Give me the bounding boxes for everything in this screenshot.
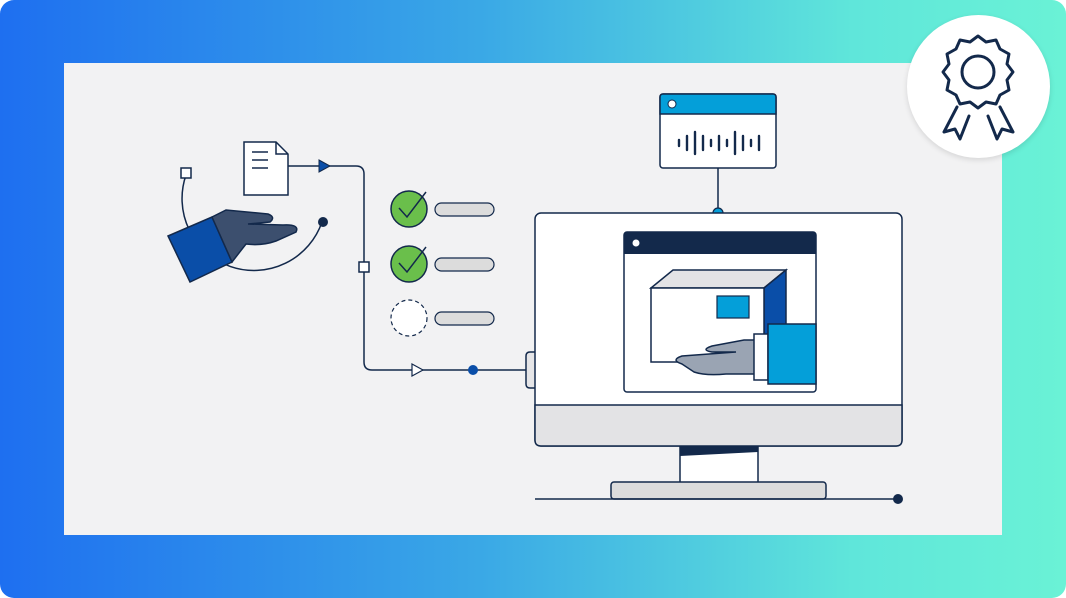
orbit-node-dot <box>318 217 328 227</box>
desktop-monitor <box>534 212 903 504</box>
check-item-bar <box>434 311 495 326</box>
window-dot <box>667 99 677 109</box>
document-icon <box>243 141 289 196</box>
check-item-2 <box>390 245 495 283</box>
dashed-circle-icon <box>390 299 428 337</box>
check-item-bar <box>434 202 495 217</box>
check-item-1 <box>390 190 495 228</box>
flow-connector <box>288 159 535 389</box>
box-label <box>716 295 750 319</box>
inner-window-dot <box>632 239 640 247</box>
award-ribbon-icon <box>941 34 1015 141</box>
monitor-stand-base <box>610 481 827 500</box>
orbit-node-square <box>180 167 192 179</box>
arrow-head-top <box>318 159 332 173</box>
hand-gray <box>675 339 767 376</box>
desk-line-dot <box>893 494 903 504</box>
check-item-bar <box>434 257 495 272</box>
check-item-3 <box>390 299 495 337</box>
sleeve-blue <box>767 323 817 385</box>
award-badge <box>907 15 1050 158</box>
check-circle-icon <box>390 245 428 283</box>
cuff <box>753 333 769 381</box>
orbit-arc <box>181 174 323 272</box>
cisco-bars-logo-icon <box>677 130 761 156</box>
connector-node-dot <box>468 365 478 375</box>
monitor-chin <box>534 404 903 447</box>
monitor-side-plug <box>525 351 535 389</box>
logo-window <box>659 93 777 219</box>
check-circle-icon <box>390 190 428 228</box>
checklist <box>390 190 495 337</box>
hand-holding-box <box>675 323 817 385</box>
hand-orbit-group <box>166 167 328 283</box>
connector-node-square <box>358 261 370 273</box>
open-hand <box>211 209 298 264</box>
arrow-head-bottom <box>411 362 425 378</box>
